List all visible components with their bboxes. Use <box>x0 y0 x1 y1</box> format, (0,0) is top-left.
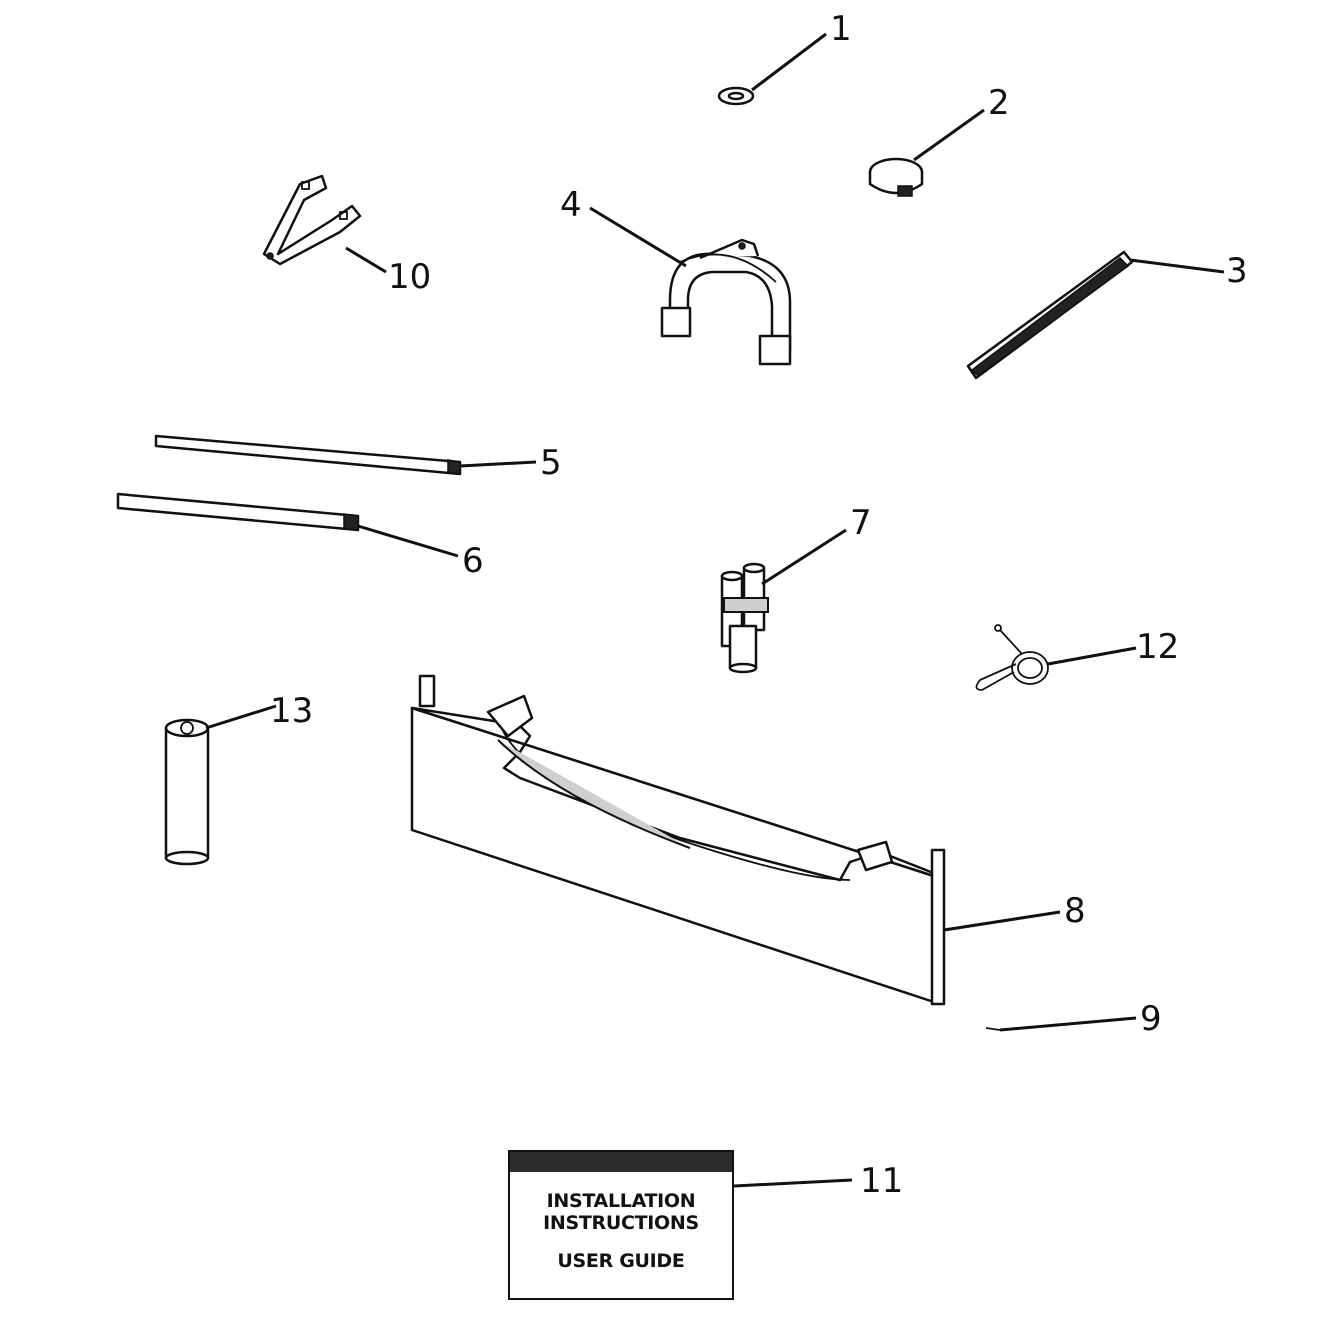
card-header-band <box>510 1152 732 1172</box>
part-11-literature: 11 <box>733 1161 903 1201</box>
leader-10 <box>345 246 387 274</box>
callout-2: 2 <box>988 83 1010 123</box>
leader-6 <box>357 524 459 558</box>
callout-3: 3 <box>1226 251 1248 291</box>
card-line-instructions: INSTRUCTIONS <box>543 1212 699 1234</box>
part-12-spring-clip: 12 <box>975 624 1179 691</box>
part-5-strip: 5 <box>154 434 562 483</box>
part-1-washer: 1 <box>717 9 852 106</box>
callout-7: 7 <box>850 503 872 543</box>
callout-5: 5 <box>540 443 562 483</box>
leader-9 <box>999 1016 1137 1032</box>
callout-10: 10 <box>388 257 431 297</box>
installation-instructions-card: INSTALLATION INSTRUCTIONS USER GUIDE <box>508 1150 734 1300</box>
leader-1 <box>751 32 827 92</box>
callout-13: 13 <box>270 691 313 731</box>
callout-8: 8 <box>1064 891 1086 931</box>
callout-1: 1 <box>830 9 852 49</box>
part-13-spacer: 13 <box>164 691 313 866</box>
leader-2 <box>913 108 985 162</box>
leader-7 <box>761 528 847 586</box>
part-3-brush-strip: 3 <box>966 250 1248 380</box>
callout-12: 12 <box>1136 627 1179 667</box>
part-6-strip: 6 <box>116 492 484 581</box>
leader-12 <box>1047 646 1137 666</box>
card-line-user-guide: USER GUIDE <box>557 1250 685 1272</box>
part-7-tee-fitting: 7 <box>720 503 872 674</box>
leader-13 <box>205 704 277 730</box>
part-2-hose-clamp: 2 <box>868 83 1010 197</box>
part-9-screw: 9 <box>985 999 1162 1039</box>
part-10-bracket: 10 <box>262 174 431 297</box>
leader-11 <box>733 1178 853 1188</box>
card-line-installation: INSTALLATION <box>546 1190 696 1212</box>
callout-6: 6 <box>462 541 484 581</box>
callout-9: 9 <box>1140 999 1162 1039</box>
part-4-u-bracket: 4 <box>560 185 792 366</box>
part-8-kick-plate: 8 <box>410 674 1086 1006</box>
leader-4 <box>589 206 687 268</box>
leader-5 <box>459 460 537 468</box>
leader-8 <box>943 910 1061 932</box>
callout-11: 11 <box>860 1161 903 1201</box>
callout-4: 4 <box>560 185 582 225</box>
leader-3 <box>1129 258 1225 274</box>
